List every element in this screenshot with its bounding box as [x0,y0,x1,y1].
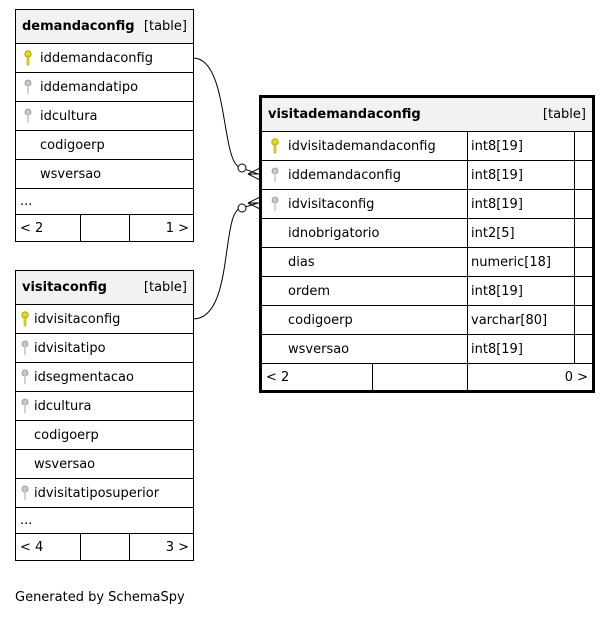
column-row[interactable]: wsversao [16,450,193,479]
table-visitademandaconfig[interactable]: visitademandaconfig [table] idvisitadema… [259,95,595,393]
column-name: codigoerp [288,312,353,328]
column-type: int8[19] [467,132,574,160]
column-row[interactable]: idvisitatiposuperior [16,479,193,508]
table-tag: [table] [143,19,187,34]
child-count: 0 > [467,364,592,390]
column-row[interactable]: idcultura [16,392,193,421]
footer-middle [80,534,129,560]
column-name: iddemandaconfig [288,167,401,183]
column-name: idvisitatipo [34,340,106,356]
table-tag: [table] [143,280,187,295]
column-row[interactable]: idvisitatipo [16,334,193,363]
child-count: 3 > [129,534,193,560]
column-name: codigoerp [34,427,99,443]
table-header: demandaconfig [table] [16,10,193,44]
table-footer: < 2 0 > [262,364,592,390]
column-name: idsegmentacao [34,369,134,385]
foreign-key-icon [16,340,34,356]
relation-zero-marker [237,163,247,173]
column-row[interactable]: wsversao int8[19] [262,335,592,364]
table-name: visitaconfig [22,280,107,295]
column-name: wsversao [40,166,102,182]
foreign-key-icon [16,485,34,501]
column-type: varchar[80] [467,306,574,334]
column-name: idvisitaconfig [34,311,121,327]
foreign-key-icon [16,79,40,95]
column-row[interactable]: codigoerp [16,131,193,160]
table-name: visitademandaconfig [268,107,421,122]
column-name: idvisitatiposuperior [34,485,160,501]
column-row[interactable]: codigoerp [16,421,193,450]
parent-count: < 2 [20,220,44,236]
column-name: dias [288,254,315,270]
primary-key-icon [262,138,288,154]
footer-middle [372,364,467,390]
column-name: idcultura [40,108,98,124]
table-name: demandaconfig [22,19,135,34]
foreign-key-icon [262,196,288,212]
column-name: codigoerp [40,137,105,153]
column-row[interactable]: iddemandaconfig [16,44,193,73]
column-name: wsversao [288,341,350,357]
table-footer: < 4 3 > [16,534,193,560]
column-name: idcultura [34,398,92,414]
foreign-key-icon [16,398,34,414]
column-type: int8[19] [467,335,574,363]
table-header: visitademandaconfig [table] [262,98,592,132]
primary-key-icon [16,311,34,327]
foreign-key-icon [262,167,288,183]
relation-line-visitaconfig [192,202,259,320]
generated-by-label: Generated by SchemaSpy [15,590,185,605]
parent-count: < 2 [266,369,290,385]
column-type: int2[5] [467,219,574,247]
relation-zero-marker [237,203,247,213]
table-footer: < 2 1 > [16,215,193,241]
column-type: int8[19] [467,190,574,218]
column-type: int8[19] [467,161,574,189]
column-name: idvisitademandaconfig [288,138,436,154]
more-indicator: ... [20,513,33,528]
column-row[interactable]: dias numeric[18] [262,248,592,277]
column-row[interactable]: idsegmentacao [16,363,193,392]
table-header: visitaconfig [table] [16,271,193,305]
more-columns-row: ... [16,508,193,534]
column-row[interactable]: wsversao [16,160,193,189]
column-name: wsversao [34,456,96,472]
column-name: ordem [288,283,330,299]
column-row[interactable]: codigoerp varchar[80] [262,306,592,335]
more-indicator: ... [20,194,33,209]
column-type: numeric[18] [467,248,574,276]
column-row[interactable]: idvisitademandaconfig int8[19] [262,132,592,161]
column-row[interactable]: ordem int8[19] [262,277,592,306]
column-row[interactable]: idcultura [16,102,193,131]
primary-key-icon [16,50,40,66]
column-name: iddemandatipo [40,79,139,95]
parent-count: < 4 [20,539,44,555]
foreign-key-icon [16,369,34,385]
more-columns-row: ... [16,189,193,215]
column-type: int8[19] [467,277,574,305]
table-tag: [table] [542,107,586,122]
column-row[interactable]: iddemandatipo [16,73,193,102]
column-row[interactable]: idvisitaconfig int8[19] [262,190,592,219]
column-row[interactable]: iddemandaconfig int8[19] [262,161,592,190]
foreign-key-icon [16,108,40,124]
column-name: idvisitaconfig [288,196,375,212]
column-name: idnobrigatorio [288,225,380,241]
column-row[interactable]: idvisitaconfig [16,305,193,334]
footer-middle [80,215,129,241]
column-name: iddemandaconfig [40,50,153,66]
table-demandaconfig[interactable]: demandaconfig [table] iddemandaconfig id… [15,9,194,242]
child-count: 1 > [129,215,193,241]
table-visitaconfig[interactable]: visitaconfig [table] idvisitaconfig idvi… [15,270,194,561]
column-row[interactable]: idnobrigatorio int2[5] [262,219,592,248]
relation-line-demandaconfig [192,57,259,175]
